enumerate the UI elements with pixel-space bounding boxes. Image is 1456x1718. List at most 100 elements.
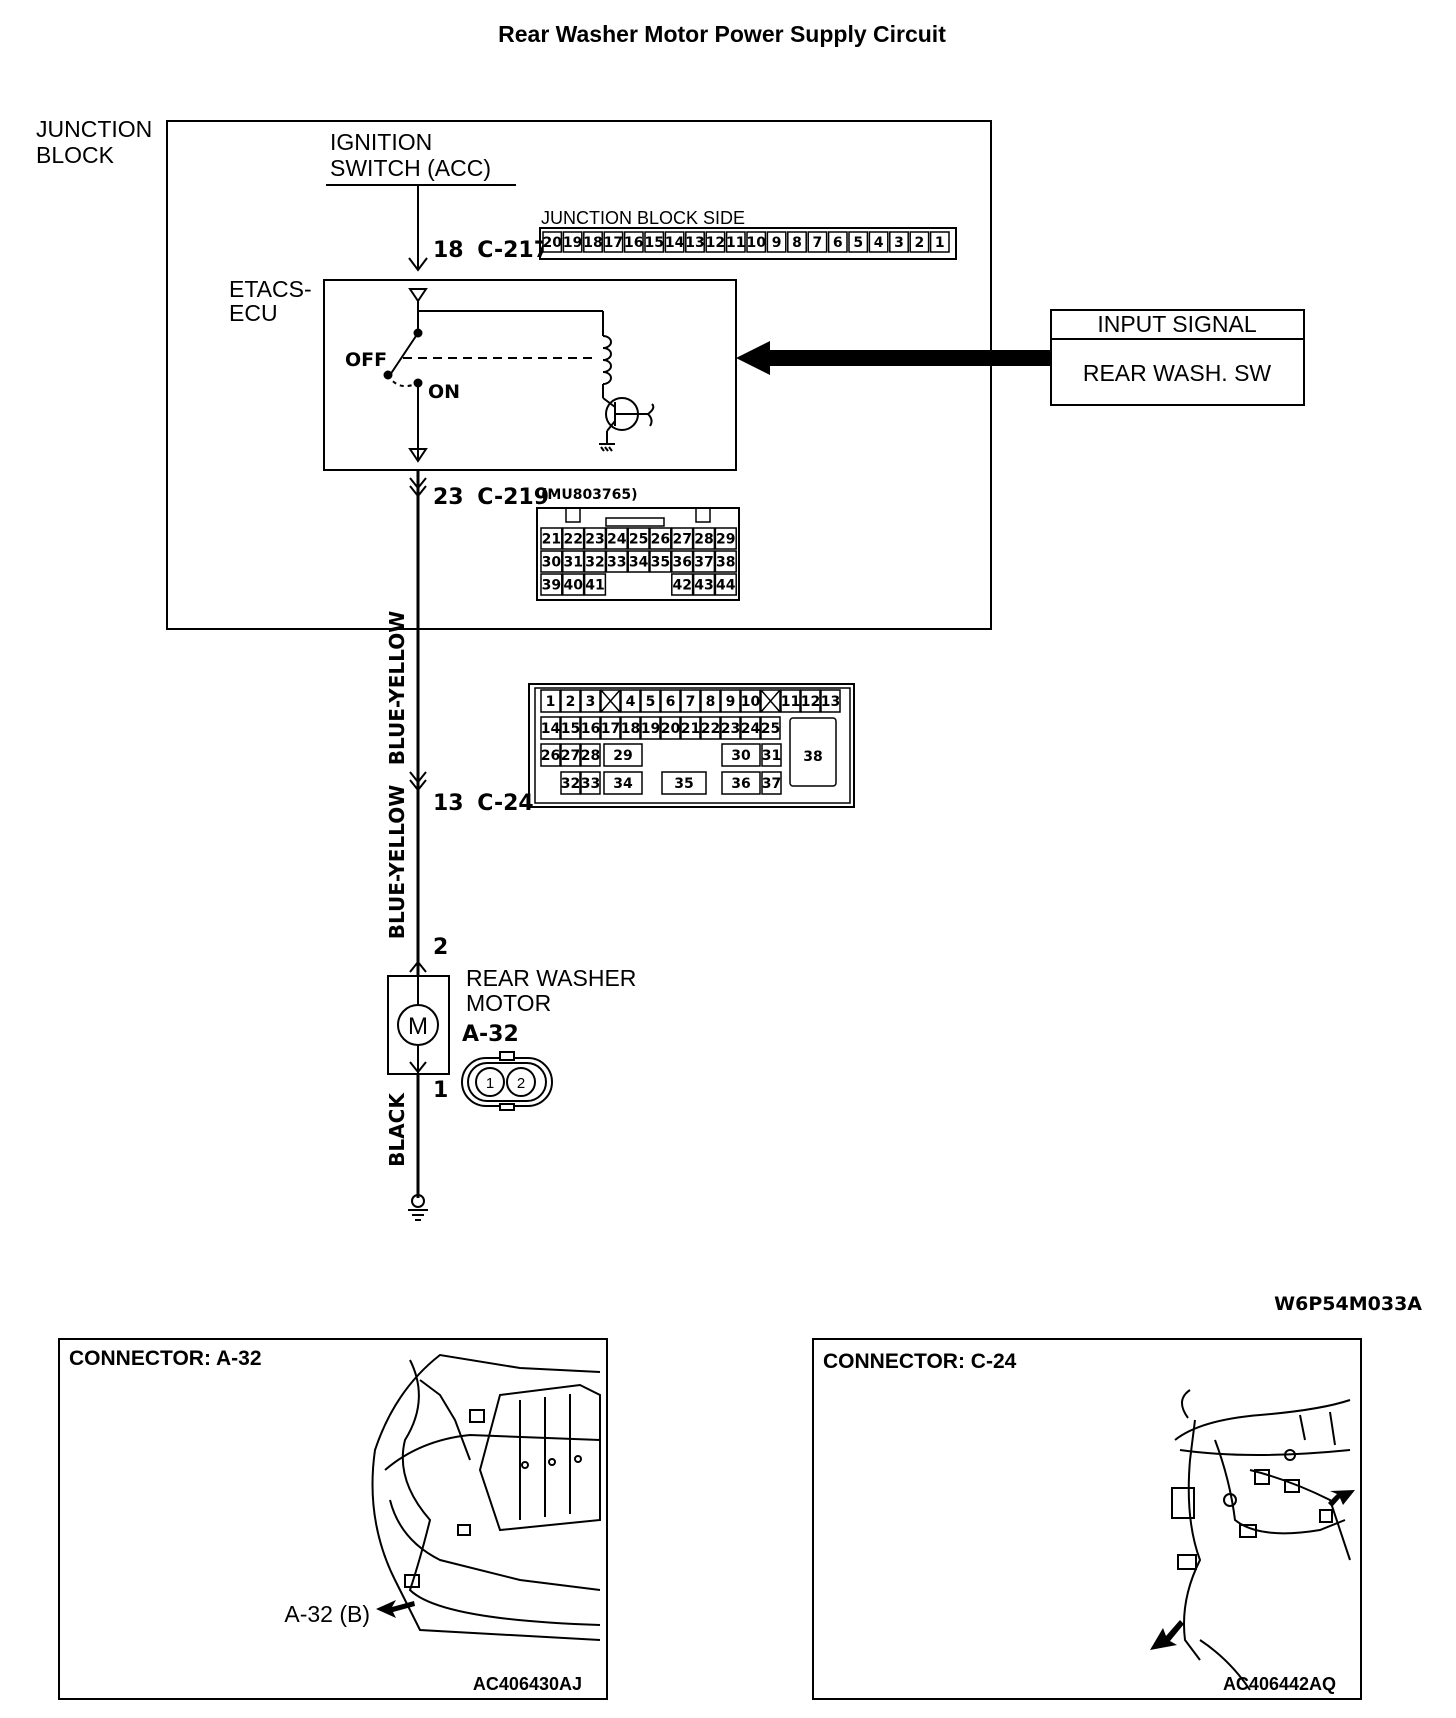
c24-pin-12: 12	[801, 694, 820, 710]
c219-connector: C-219	[477, 485, 549, 510]
c219-pin-30: 30	[542, 555, 562, 571]
c217-pin-18: 18	[583, 235, 602, 251]
c24-pin-23: 23	[721, 721, 740, 737]
c24-pin-18: 18	[621, 721, 640, 737]
c217-pin: 18	[433, 238, 464, 263]
c219-label: 23 C-219	[433, 485, 549, 510]
relay-input-terminal	[408, 288, 428, 303]
c24-pin-6: 6	[666, 694, 676, 710]
connector-c24-title: CONNECTOR: C-24	[823, 1350, 1017, 1373]
c24-pin-2: 2	[566, 694, 576, 710]
c24-pin-10: 10	[741, 694, 761, 710]
c217-connector: C-217	[477, 238, 549, 263]
relay-switch	[383, 288, 655, 463]
c219-pin-40: 40	[563, 578, 583, 594]
acc-arrow	[408, 257, 428, 272]
diagram-code: W6P54M033A	[1274, 1293, 1422, 1315]
c219-pin-24: 24	[607, 532, 627, 548]
input-signal-arrow	[736, 341, 1051, 375]
c219-pin-28: 28	[694, 532, 713, 548]
ground-symbol	[408, 1194, 428, 1221]
c217-pin-17: 17	[604, 235, 623, 251]
etacs-ecu-box	[323, 279, 737, 471]
c217-pin-7: 7	[813, 235, 823, 251]
c217-pin-2: 2	[915, 235, 925, 251]
c24-pin-22: 22	[701, 721, 720, 737]
connector-a32-panel	[58, 1338, 608, 1700]
c219-pin: 23	[433, 485, 464, 510]
c217-pin-16: 16	[624, 235, 643, 251]
motor-label-2: MOTOR	[466, 990, 551, 1016]
c219-pin-44: 44	[716, 578, 736, 594]
c24-connector: C-24	[477, 791, 533, 816]
c219-pin-35: 35	[651, 555, 670, 571]
c219-pin-29: 29	[716, 532, 735, 548]
switch-contact-arm	[389, 332, 419, 376]
a32-pin-1: 1	[486, 1075, 494, 1092]
c24-pin-13: 13	[821, 694, 840, 710]
ignition-label-2: SWITCH (ACC)	[330, 155, 491, 181]
junction-block-outline	[166, 120, 992, 630]
c24-pin-35: 35	[674, 776, 693, 792]
c24-pin-8: 8	[706, 694, 716, 710]
c219-pin-22: 22	[563, 532, 582, 548]
on-label: ON	[428, 381, 460, 403]
c219-pin-36: 36	[672, 555, 691, 571]
c219-pin-33: 33	[607, 555, 626, 571]
c24-pin-20: 20	[661, 721, 681, 737]
c217-pin-12: 12	[706, 235, 725, 251]
c24-pin-24: 24	[741, 721, 761, 737]
motor-symbol	[397, 1004, 439, 1046]
c24-pin-27: 27	[561, 748, 580, 764]
c24-pin-1: 1	[546, 694, 556, 710]
c217-pin-13: 13	[685, 235, 704, 251]
relay-output-terminal	[408, 448, 428, 463]
c217-pin-11: 11	[726, 235, 745, 251]
c24-pin-36: 36	[731, 776, 750, 792]
c219-pin-27: 27	[672, 532, 691, 548]
c24-pin-4: 4	[626, 694, 636, 710]
c24-pin-37: 37	[762, 776, 781, 792]
c219-pin-38: 38	[716, 555, 735, 571]
c219-pin-39: 39	[542, 578, 561, 594]
c24-pin-11: 11	[781, 694, 800, 710]
c24-pin-14: 14	[541, 721, 561, 737]
c219-pin-31: 31	[563, 555, 582, 571]
c219-pin-41: 41	[585, 578, 604, 594]
c219-pin-23: 23	[585, 532, 604, 548]
c219-pin-32: 32	[585, 555, 604, 571]
c217-pin-4: 4	[874, 235, 884, 251]
c24-pin-26: 26	[541, 748, 560, 764]
c219-pin-34: 34	[629, 555, 649, 571]
c219-pin-26: 26	[651, 532, 670, 548]
c219-pin-37: 37	[694, 555, 713, 571]
junction-block-label-2: BLOCK	[36, 142, 115, 168]
c219-pin-21: 21	[542, 532, 561, 548]
connector-a32-code: AC406430AJ	[473, 1674, 582, 1694]
c24-pin-28: 28	[581, 748, 600, 764]
c24-terminal-mark	[409, 771, 427, 792]
c24-pin-32: 32	[561, 776, 580, 792]
c24-secondary-arrow	[1328, 1490, 1355, 1507]
c24-pin-7: 7	[686, 694, 696, 710]
c24-pin-33: 33	[581, 776, 600, 792]
motor-label-1: REAR WASHER	[466, 965, 636, 991]
input-signal-source: REAR WASH. SW	[1083, 360, 1272, 386]
c217-pin-14: 14	[665, 235, 685, 251]
c24-pin-30: 30	[731, 748, 751, 764]
c24-pin-25: 25	[761, 721, 780, 737]
c24-pin-9: 9	[726, 694, 736, 710]
motor-pin-bottom: 1	[433, 1078, 448, 1103]
a32-callout: A-32 (B)	[284, 1601, 370, 1627]
c24-pin-34: 34	[613, 776, 633, 792]
c24-label: 13 C-24	[433, 791, 534, 816]
wire-label-blue-yellow-2: BLUE-YELLOW	[385, 785, 409, 940]
junction-block-side-label: JUNCTION BLOCK SIDE	[541, 208, 745, 228]
c217-pin-1: 1	[935, 235, 945, 251]
connector-a32-title: CONNECTOR: A-32	[69, 1347, 262, 1370]
motor-connector-label: A-32	[462, 1022, 519, 1047]
c219-pin-42: 42	[672, 578, 691, 594]
